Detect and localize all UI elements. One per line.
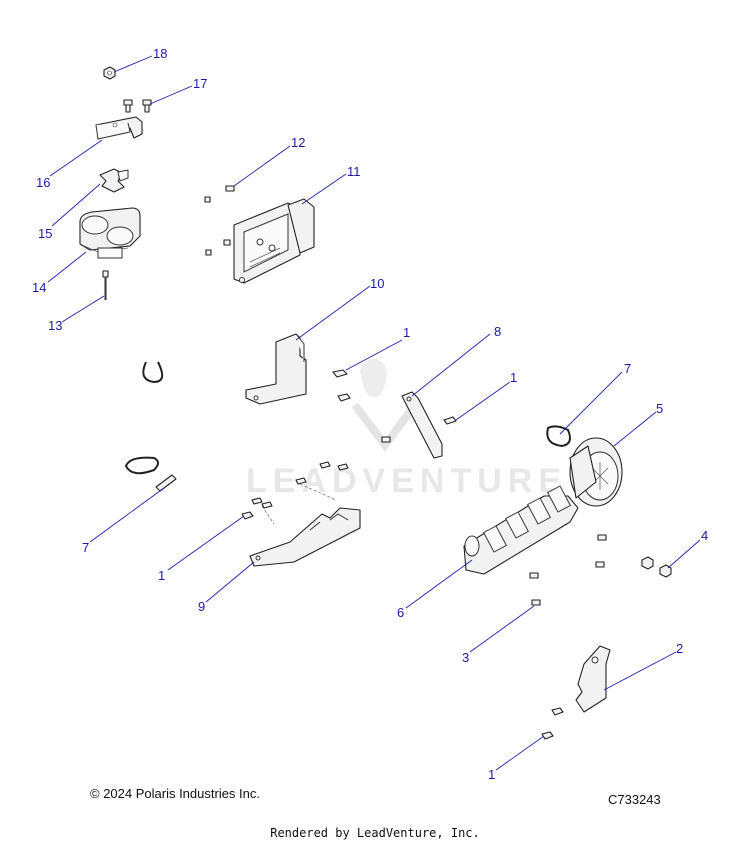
part-1-bolt-mid <box>443 416 457 425</box>
callout-4: 4 <box>701 528 708 543</box>
part-7-clamp-left <box>124 456 159 475</box>
part-screw-small <box>381 436 391 443</box>
callout-9: 9 <box>198 599 205 614</box>
leader-lines <box>47 55 701 771</box>
part-15-clip <box>99 168 129 193</box>
part-11-ecu <box>233 198 315 284</box>
part-12-screws <box>204 185 235 256</box>
callout-5: 5 <box>656 401 663 416</box>
part-18-nut <box>103 66 116 80</box>
callout-1d: 1 <box>488 767 495 782</box>
callout-2: 2 <box>676 641 683 656</box>
callout-18: 18 <box>153 46 167 61</box>
callout-12: 12 <box>291 135 305 150</box>
callout-1c: 1 <box>158 568 165 583</box>
callout-7a: 7 <box>624 361 631 376</box>
part-7-clamp-right <box>546 425 571 448</box>
part-16-bracket <box>95 116 143 140</box>
part-8-bracket <box>401 391 443 459</box>
callout-17: 17 <box>193 76 207 91</box>
part-9-bracket <box>249 507 361 567</box>
part-5-throttle-body <box>569 437 623 507</box>
part-2-bracket <box>575 645 611 713</box>
part-3-screws <box>529 534 607 606</box>
part-14-coil-pack <box>79 207 141 259</box>
callout-1b: 1 <box>510 370 517 385</box>
callout-15: 15 <box>38 226 52 241</box>
callout-8: 8 <box>494 324 501 339</box>
part-1-bolts-lower <box>541 707 564 740</box>
callout-13: 13 <box>48 318 62 333</box>
part-13-bolt <box>102 270 109 300</box>
callout-3: 3 <box>462 650 469 665</box>
part-6-fuel-rail <box>463 485 579 575</box>
callout-11: 11 <box>347 164 361 179</box>
callout-16: 16 <box>36 175 50 190</box>
svg-text:LEADVENTURE: LEADVENTURE <box>246 462 567 500</box>
part-17-screws <box>123 99 152 113</box>
part-1-bolt-left <box>241 511 254 520</box>
callout-labels: 18 17 16 15 14 13 12 11 10 1 8 1 7 5 7 1… <box>32 46 708 782</box>
callout-6: 6 <box>397 605 404 620</box>
part-7-tie <box>155 474 177 492</box>
copyright-notice: © 2024 Polaris Industries Inc. <box>90 786 260 801</box>
callout-1a: 1 <box>403 325 410 340</box>
part-9-fasteners <box>251 461 349 525</box>
callout-10: 10 <box>370 276 384 291</box>
callout-14: 14 <box>32 280 46 295</box>
rendered-by: Rendered by LeadVenture, Inc. <box>270 826 480 840</box>
part-7-clamp-upper <box>142 361 164 384</box>
part-10-bracket <box>245 333 307 405</box>
drawing-id: C733243 <box>608 792 661 807</box>
part-4-nuts <box>641 556 672 578</box>
callout-7b: 7 <box>82 540 89 555</box>
part-1-bolts-upper <box>332 369 351 402</box>
